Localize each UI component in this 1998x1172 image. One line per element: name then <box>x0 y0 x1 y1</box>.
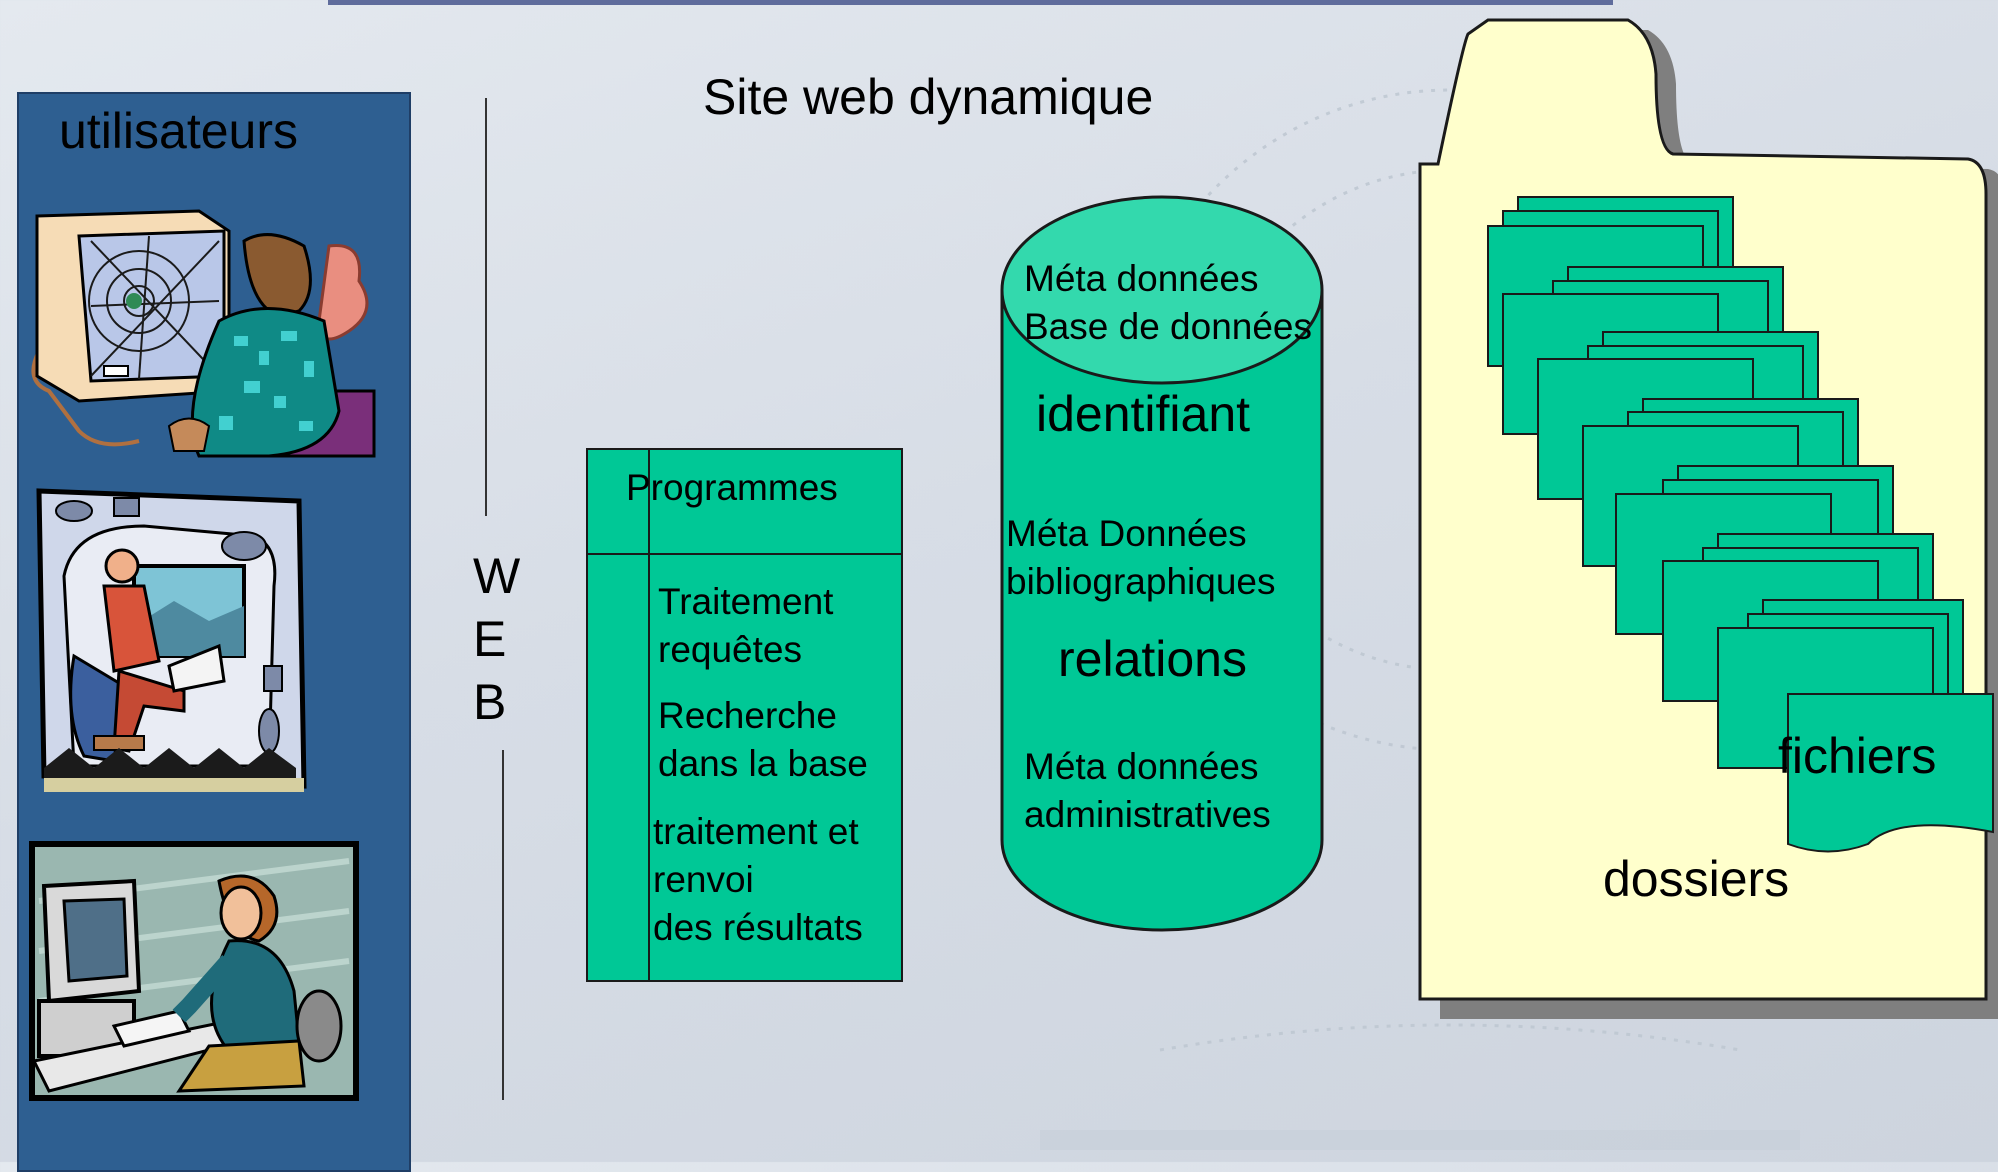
web-divider-top <box>485 98 487 516</box>
web-letter: E <box>473 611 507 667</box>
db-admin-metadata: Méta données administratives <box>1024 746 1271 835</box>
programs-box: Programmes Traitement requêtes Recherche… <box>586 448 903 982</box>
person-typing-computer-clipart <box>29 841 359 1101</box>
person-at-computer-web-clipart <box>31 209 376 458</box>
web-letter: W <box>473 548 521 604</box>
programs-header: Programmes <box>626 467 838 508</box>
db-metadata-header: Méta données Base de données <box>1024 258 1313 347</box>
folders-label: dossiers <box>1603 851 1790 907</box>
web-divider-bottom <box>502 750 504 1100</box>
db-biblio-metadata: Méta Données bibliographiques <box>1006 513 1276 602</box>
person-on-train-laptop-clipart <box>36 488 307 792</box>
program-item: Traitement requêtes <box>658 581 834 670</box>
programs-divider-horizontal <box>588 553 901 555</box>
program-item: traitement et renvoi des résultats <box>653 811 863 948</box>
web-letter: B <box>473 674 507 730</box>
folder-with-files <box>1418 18 1998 1019</box>
users-title: utilisateurs <box>59 103 298 159</box>
db-relations-label: relations <box>1058 631 1247 687</box>
programs-divider-vertical <box>648 450 650 980</box>
top-rule <box>328 0 1613 5</box>
web-label: W E B <box>473 545 520 734</box>
db-identifier-label: identifiant <box>1036 386 1251 442</box>
site-title: Site web dynamique <box>703 69 1154 125</box>
users-panel: utilisateurs <box>17 92 411 1172</box>
files-label: fichiers <box>1778 728 1937 784</box>
file-stack <box>1487 196 1994 853</box>
database-cylinder <box>1000 195 1324 932</box>
program-item: Recherche dans la base <box>658 695 868 784</box>
